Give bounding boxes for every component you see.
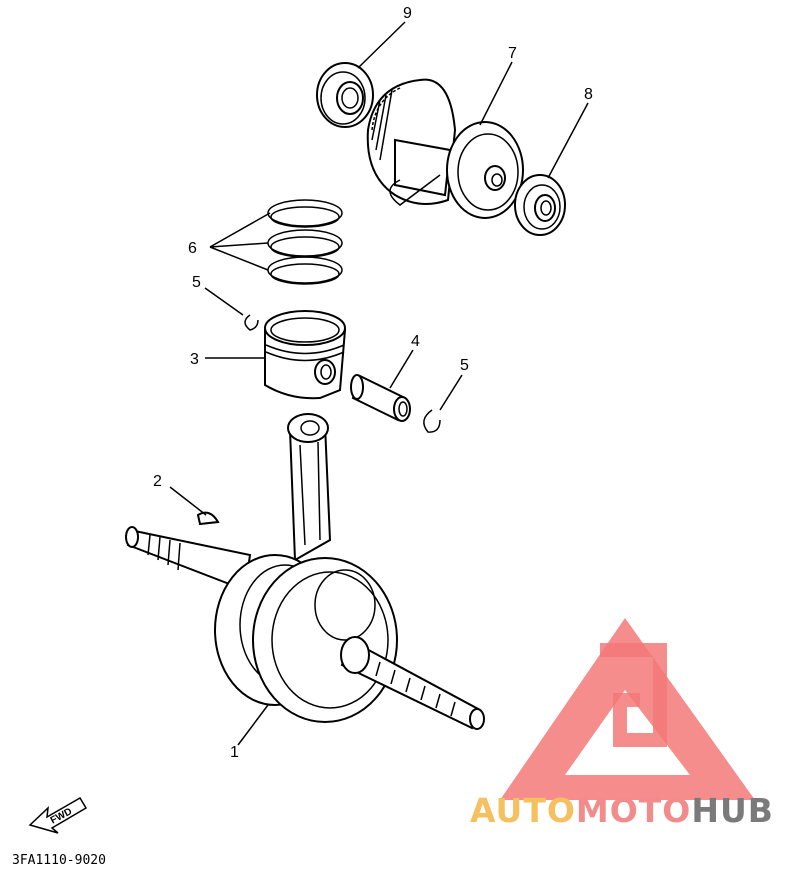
watermark-logo [500, 618, 755, 800]
fwd-arrow: FWD [28, 796, 88, 834]
watermark-text: AUTOMOTOHUB [470, 791, 774, 830]
callout-part-3: 3 [190, 351, 199, 368]
callout-part-4: 4 [411, 333, 420, 350]
balancer-shaft-part-7 [366, 78, 524, 219]
key-part-2 [196, 511, 220, 526]
bearing-part-8 [514, 174, 566, 236]
callout-part-1: 1 [230, 744, 239, 761]
circlip-part-5-right [423, 409, 441, 433]
callout-part-5-left: 5 [192, 274, 201, 291]
watermark-hub: HUB [691, 791, 774, 830]
leader-lines [169, 21, 589, 746]
circlip-part-5-left [244, 314, 259, 331]
bearing-part-9 [316, 62, 374, 128]
crankshaft-part-1 [125, 413, 485, 730]
callout-part-8: 8 [584, 86, 593, 103]
fwd-label: FWD [49, 806, 74, 826]
diagram-code: 3FA1110-9020 [12, 853, 106, 868]
piston-pin-part-4 [350, 374, 411, 422]
callout-part-9: 9 [403, 5, 412, 22]
callout-part-5-right: 5 [460, 357, 469, 374]
callout-part-2: 2 [153, 473, 162, 490]
piston-rings-part-6 [267, 199, 343, 285]
piston-part-3 [264, 310, 347, 400]
callout-part-6: 6 [188, 240, 197, 257]
watermark-moto: MOTO [576, 791, 691, 830]
callout-part-7: 7 [508, 45, 517, 62]
watermark-auto: AUTO [470, 791, 576, 830]
